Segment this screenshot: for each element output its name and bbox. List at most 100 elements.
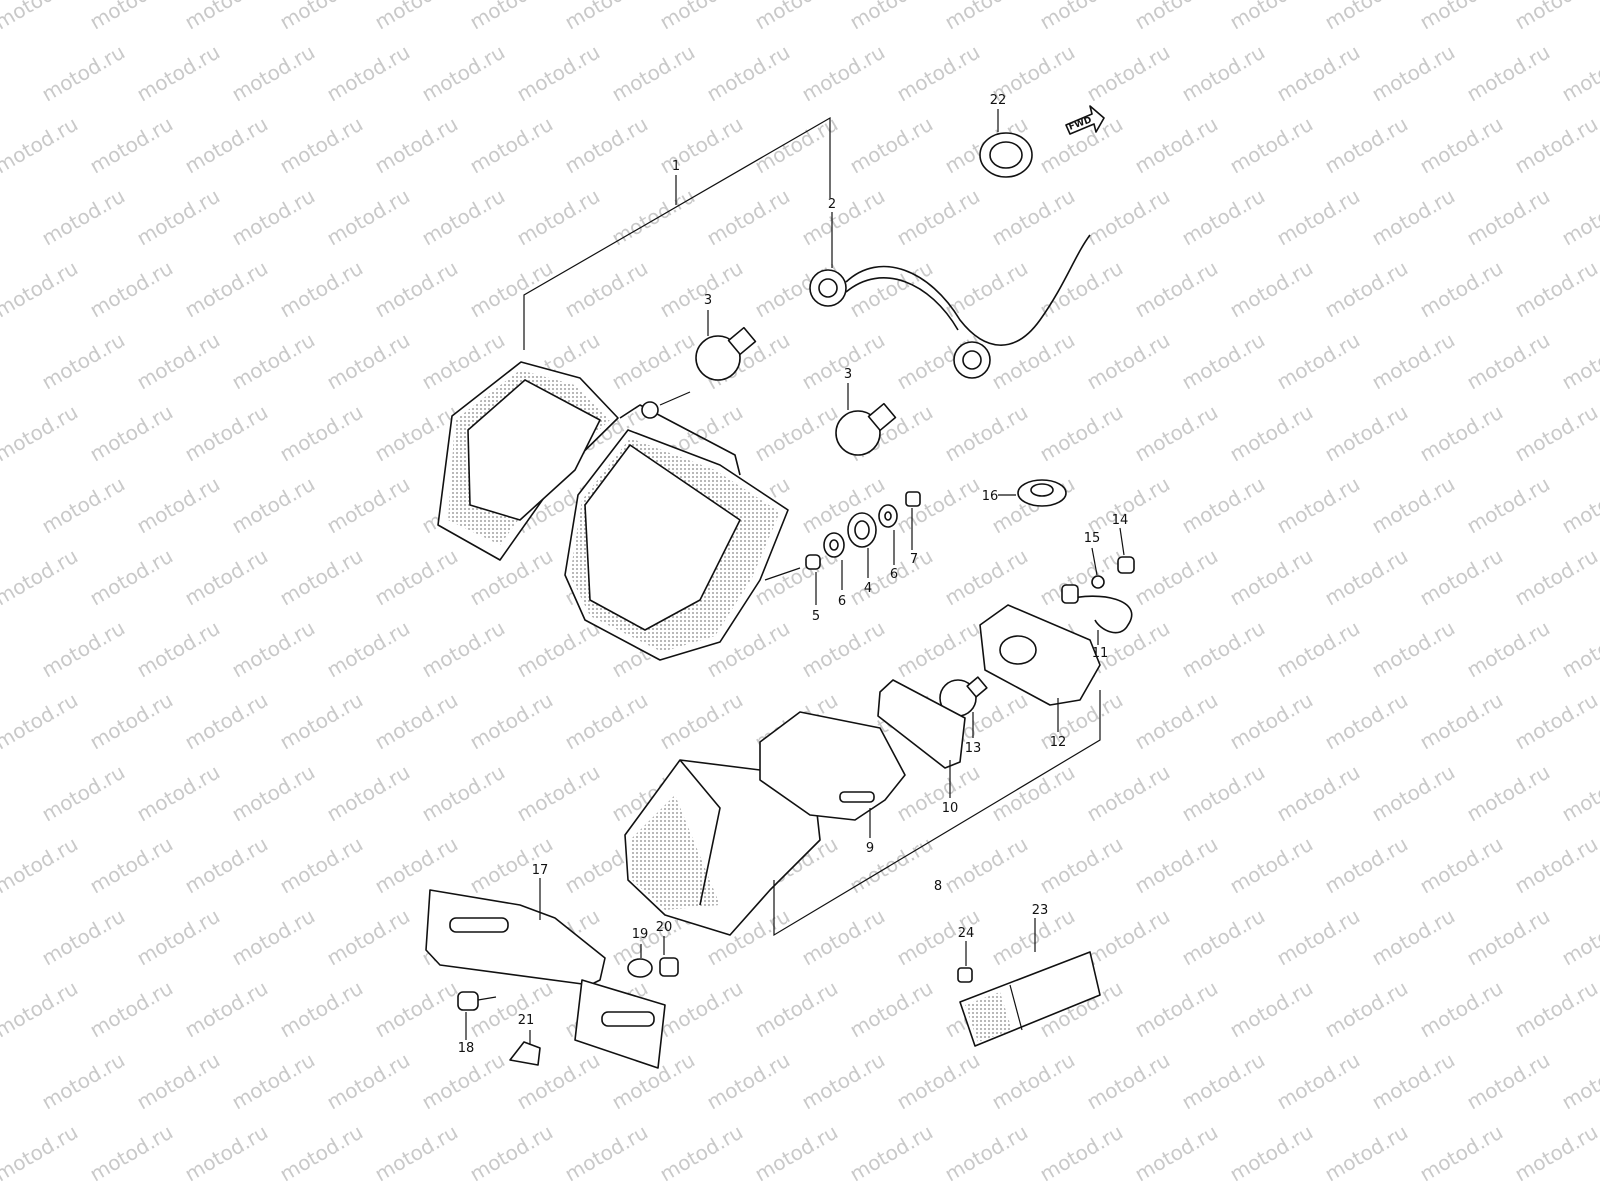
watermark-text: motod.ru: [1416, 544, 1507, 611]
watermark-text: motod.ru: [276, 976, 367, 1043]
watermark-text: motod.ru: [1226, 0, 1317, 34]
watermark-text: motod.ru: [941, 0, 1032, 34]
watermark-text: motod.ru: [1273, 616, 1364, 683]
callout-2: 2: [828, 197, 836, 212]
watermark-text: motod.ru: [181, 976, 272, 1043]
callout-10: 10: [942, 801, 959, 816]
watermark-text: motod.ru: [466, 112, 557, 179]
watermark-text: motod.ru: [228, 184, 319, 251]
callouts: 1 2 3 3 4 5 6 6 7 8 9 10 11 12 13 14 15 …: [458, 93, 1129, 1056]
watermark-text: motod.ru: [1416, 400, 1507, 467]
watermark-text: motod.ru: [0, 256, 82, 323]
callout-22: 22: [990, 93, 1007, 108]
watermark-text: motod.ru: [228, 328, 319, 395]
watermark-text: motod.ru: [1463, 40, 1554, 107]
gasket-10: [877, 679, 966, 769]
watermark-text: motod.ru: [941, 832, 1032, 899]
watermark-text: motod.ru: [1131, 0, 1222, 34]
watermark-text: motod.ru: [181, 832, 272, 899]
watermark-text: motod.ru: [846, 0, 937, 34]
watermark-text: motod.ru: [371, 256, 462, 323]
watermark-text: motod.ru: [181, 112, 272, 179]
watermark-text: motod.ru: [1273, 184, 1364, 251]
watermark-text: motod.ru: [988, 760, 1079, 827]
watermark-text: motod.ru: [1368, 616, 1459, 683]
watermark-text: motod.ru: [38, 472, 129, 539]
bracket-17: [425, 889, 666, 1069]
watermark-text: motod.ru: [1083, 40, 1174, 107]
watermark-text: motod.ru: [1368, 184, 1459, 251]
watermark-text: motod.ru: [1416, 0, 1507, 34]
callout-15: 15: [1084, 531, 1101, 546]
callout-6b: 6: [890, 567, 898, 582]
watermark-text: motod.ru: [1036, 832, 1127, 899]
watermark-text: motod.ru: [1178, 616, 1269, 683]
watermark-text: motod.ru: [893, 40, 984, 107]
watermark-text: motod.ru: [181, 544, 272, 611]
license-lamp-12: [979, 604, 1101, 706]
watermark-text: motod.ru: [1226, 256, 1317, 323]
watermark-text: motod.ru: [608, 184, 699, 251]
watermark-text: motod.ru: [1463, 472, 1554, 539]
watermark-text: motod.ru: [893, 184, 984, 251]
watermark-text: motod.ru: [276, 688, 367, 755]
bulb-lower: [835, 402, 897, 456]
watermark-text: motod.ru: [323, 328, 414, 395]
watermark-text: motod.ru: [1083, 472, 1174, 539]
watermark-text: motod.ru: [371, 1120, 462, 1187]
watermark-text: motod.ru: [1178, 1048, 1269, 1115]
watermark-text: motod.ru: [276, 400, 367, 467]
watermark-text: motod.ru: [1321, 976, 1412, 1043]
watermark-text: motod.ru: [751, 400, 842, 467]
watermark-text: motod.ru: [371, 976, 462, 1043]
watermark-text: motod.ru: [608, 40, 699, 107]
watermark-text: motod.ru: [38, 616, 129, 683]
washer-6a: [823, 532, 845, 558]
watermark-text: motod.ru: [1226, 544, 1317, 611]
watermark-text: motod.ru: [1511, 0, 1600, 34]
watermark-text: motod.ru: [0, 544, 82, 611]
watermark-text: motod.ru: [513, 40, 604, 107]
watermark-text: motod.ru: [1511, 832, 1600, 899]
watermark-text: motod.ru: [1321, 544, 1412, 611]
bulb-upper: [695, 326, 757, 381]
tail-lamp-8: [624, 759, 821, 936]
watermark-text: motod.ru: [1273, 1048, 1364, 1115]
watermark-text: motod.ru: [323, 40, 414, 107]
watermark-text: motod.ru: [1558, 40, 1600, 107]
watermark-text: motod.ru: [466, 1120, 557, 1187]
callout-3b: 3: [844, 367, 852, 382]
nut-stud: [1061, 584, 1079, 604]
watermark-text: motod.ru: [561, 112, 652, 179]
watermark-text: motod.ru: [1416, 976, 1507, 1043]
watermark-text: motod.ru: [1321, 256, 1412, 323]
callout-19: 19: [632, 927, 649, 942]
watermark-text: motod.ru: [1273, 40, 1364, 107]
watermark-text: motod.ru: [1273, 760, 1364, 827]
watermark-text: motod.ru: [1083, 328, 1174, 395]
watermark-text: motod.ru: [656, 256, 747, 323]
watermark-text: motod.ru: [1083, 760, 1174, 827]
watermark-text: motod.ru: [1131, 832, 1222, 899]
watermark-text: motod.ru: [0, 112, 82, 179]
nut-24: [957, 967, 973, 983]
callout-6a: 6: [838, 594, 846, 609]
watermark-text: motod.ru: [1558, 472, 1600, 539]
watermark-text: motod.ru: [608, 328, 699, 395]
grommet-4: [847, 512, 877, 548]
callout-5: 5: [812, 609, 820, 624]
watermark-text: motod.ru: [86, 112, 177, 179]
watermark-text: motod.ru: [1226, 1120, 1317, 1187]
watermark-text: motod.ru: [703, 1048, 794, 1115]
watermark-text: motod.ru: [323, 760, 414, 827]
watermark-text: motod.ru: [1558, 904, 1600, 971]
watermark-text: motod.ru: [1131, 1120, 1222, 1187]
lamp-wire-11: [1064, 595, 1133, 634]
watermark-text: motod.ru: [1178, 904, 1269, 971]
callout-12: 12: [1050, 735, 1067, 750]
lens-9: [759, 711, 906, 821]
watermark-text: motod.ru: [1511, 544, 1600, 611]
callout-1: 1: [672, 159, 680, 174]
watermark-text: motod.ru: [38, 40, 129, 107]
watermark-text: motod.ru: [656, 688, 747, 755]
